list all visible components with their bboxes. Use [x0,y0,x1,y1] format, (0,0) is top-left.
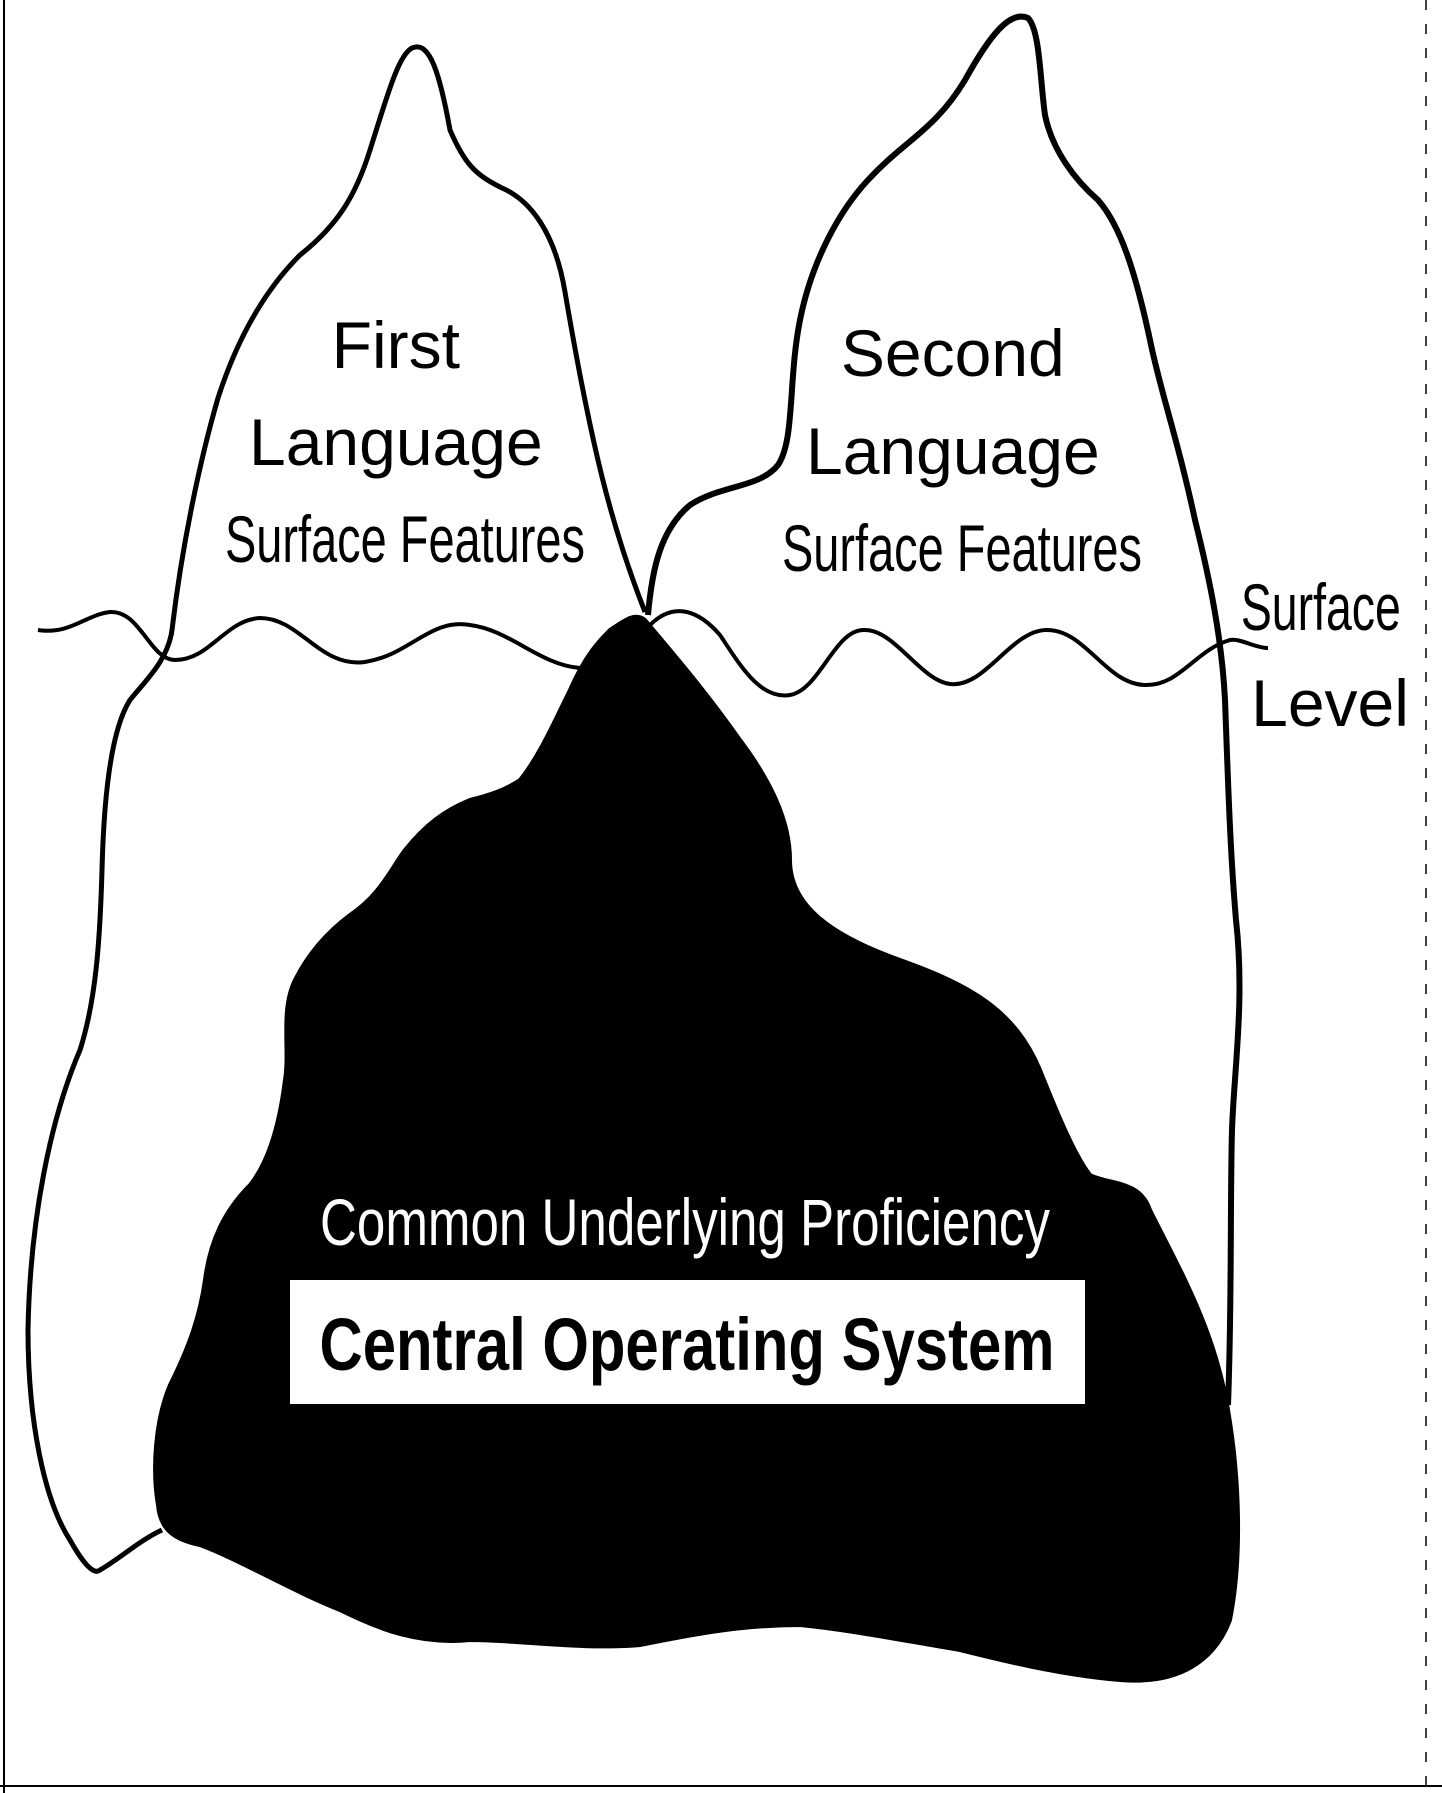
central-operating-system-label: Central Operating System [320,1303,1055,1386]
second-language-line2: Language [806,414,1100,488]
first-language-iceberg [25,44,648,1574]
second-language-label: Second Language Surface Features [782,316,1142,585]
first-language-line3: Surface Features [225,502,585,576]
surface-level-waterline [37,609,1269,698]
first-language-label: First Language Surface Features [225,308,585,576]
central-operating-system-mass [153,614,1241,1683]
second-language-line3: Surface Features [782,511,1142,585]
common-underlying-proficiency-label: Common Underlying Proficiency [320,1185,1050,1259]
surface-level-line2: Level [1251,666,1409,740]
second-language-iceberg [645,13,1243,1406]
surface-level-line1: Surface [1241,570,1401,644]
second-language-line1: Second [841,316,1065,390]
surface-level-label: Surface Level [1241,570,1419,740]
first-language-line1: First [332,308,460,382]
first-language-line2: Language [249,405,543,479]
central-operating-system-box [290,1280,1085,1404]
